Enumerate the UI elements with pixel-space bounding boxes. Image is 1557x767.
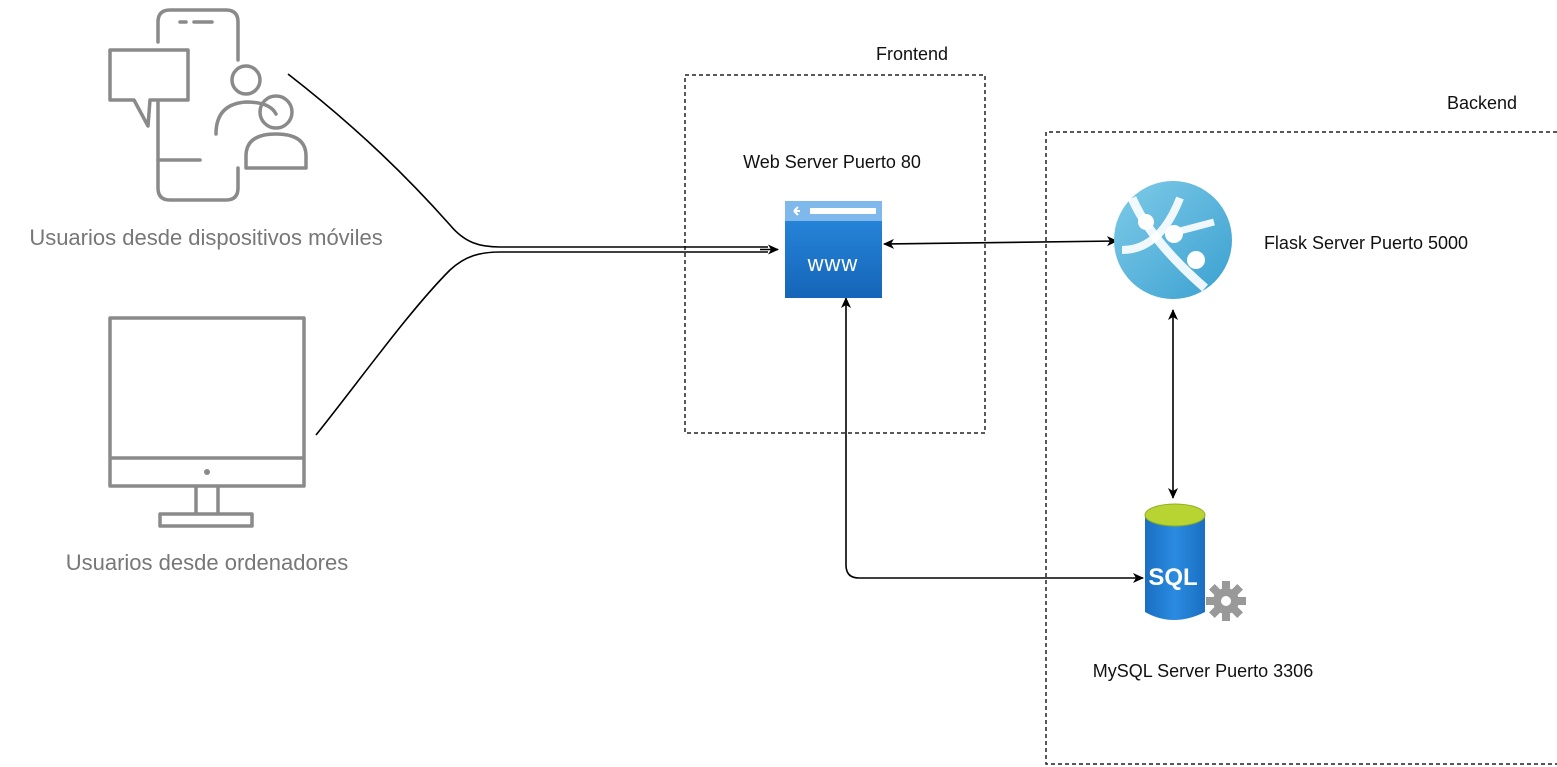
web-server-label: Web Server Puerto 80: [743, 152, 921, 172]
mysql-server-label: MySQL Server Puerto 3306: [1093, 661, 1313, 681]
sql-database-icon: SQL: [1144, 503, 1246, 621]
desktop-monitor-icon: [108, 316, 306, 528]
frontend-group-label: Frontend: [876, 44, 948, 64]
mobile-users-icon: [108, 8, 308, 202]
mobile-users-label: Usuarios desde dispositivos móviles: [29, 225, 382, 250]
gear-icon: [1206, 581, 1246, 621]
flask-server-label: Flask Server Puerto 5000: [1264, 233, 1468, 253]
frontend-group-box: [684, 74, 986, 434]
www-icon-text: www: [807, 251, 859, 276]
app-service-globe-icon: [1114, 181, 1232, 299]
backend-group-label: Backend: [1447, 93, 1517, 113]
desktop-users-label: Usuarios desde ordenadores: [66, 550, 349, 575]
www-browser-icon: www: [785, 201, 882, 298]
edge-users-to-web: [287, 73, 779, 436]
edge-web-flask: [883, 236, 1118, 249]
sql-icon-text: SQL: [1148, 564, 1197, 591]
edge-web-mysql: [841, 297, 1144, 583]
